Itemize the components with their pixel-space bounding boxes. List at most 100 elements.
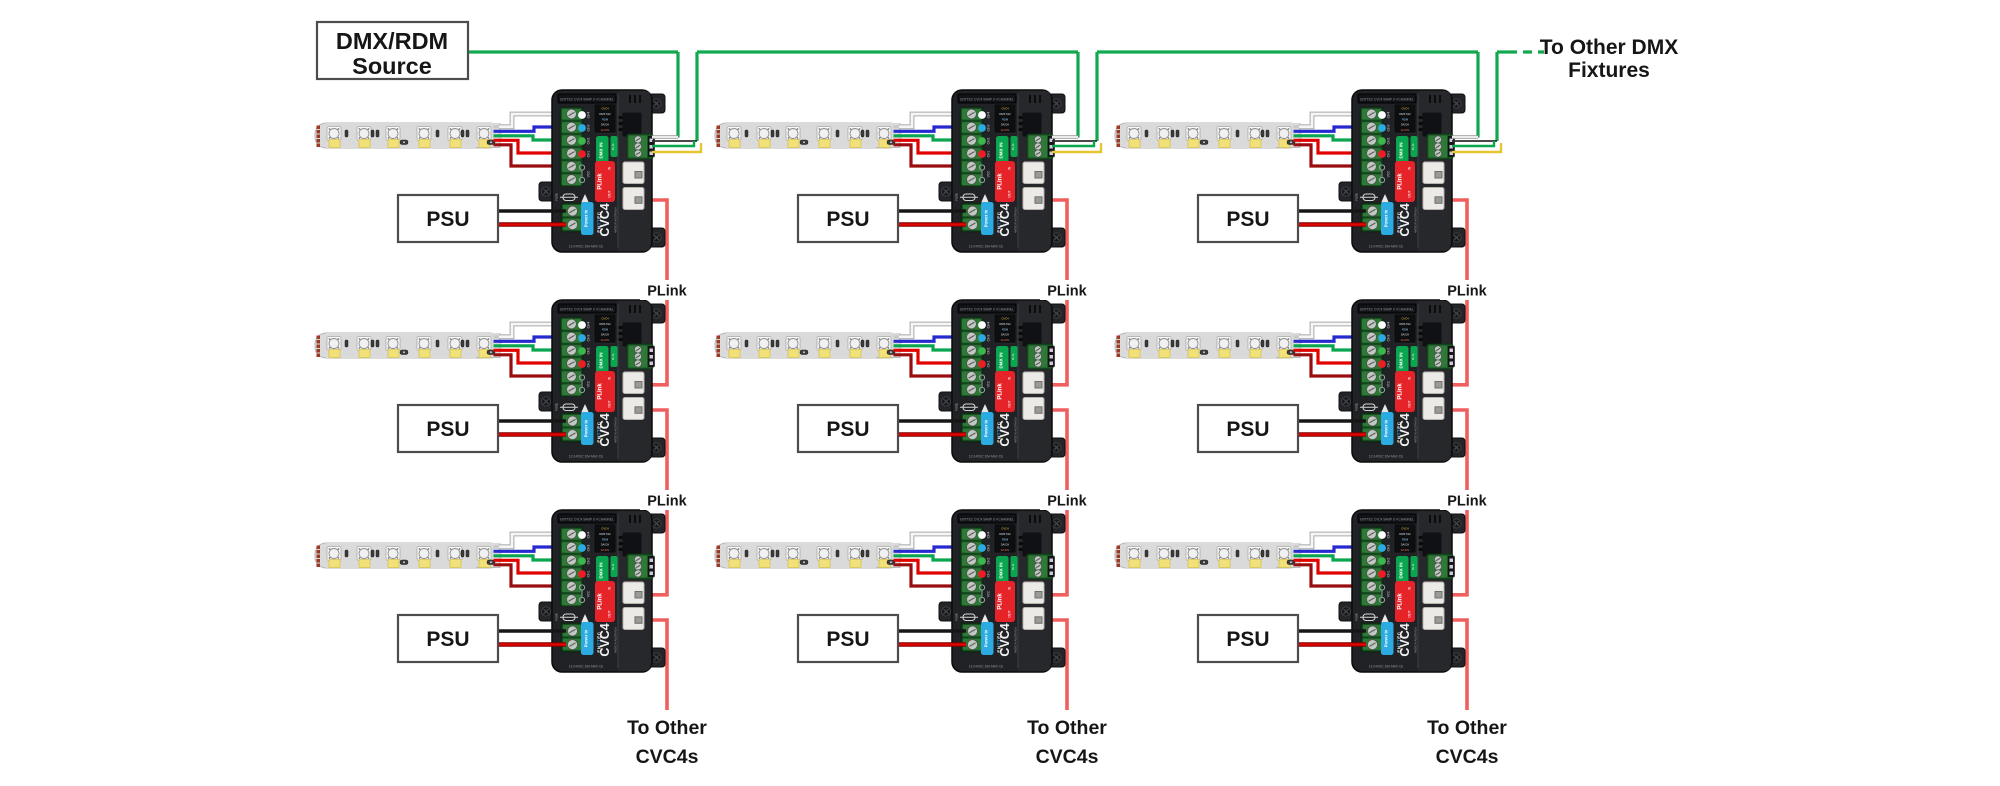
device-top-label-text: ENTTEC CVC4 5AMP X 4 CHANNEL bbox=[960, 518, 1014, 522]
led-die bbox=[478, 128, 490, 139]
plink-in-pin bbox=[1434, 381, 1443, 389]
led-corner-dot bbox=[1218, 347, 1221, 349]
plink-out-pin bbox=[1034, 406, 1043, 414]
led-corner-dot bbox=[1196, 548, 1199, 550]
dmx-terminal-pin bbox=[1049, 151, 1053, 155]
led-corner-dot bbox=[458, 137, 461, 139]
led-corner-dot bbox=[487, 137, 490, 139]
plink-label: PLink bbox=[1047, 284, 1087, 300]
power-in-badge bbox=[581, 622, 594, 655]
terminal-screw-slot bbox=[1368, 361, 1375, 366]
dmx-terminal-pin bbox=[1449, 355, 1453, 359]
channel-led-label: CH2 bbox=[987, 138, 991, 145]
led-die bbox=[1278, 128, 1290, 139]
strip-solder-pad bbox=[716, 130, 720, 134]
spec-label-row: DMX 512 bbox=[999, 322, 1011, 326]
terminal-screw-slot bbox=[568, 124, 575, 130]
led-corner-dot bbox=[1287, 137, 1290, 139]
plink-label: PLink bbox=[1447, 284, 1487, 300]
terminal-screw-slot bbox=[1368, 531, 1375, 537]
psu-box bbox=[1196, 613, 1300, 664]
arrow-icon bbox=[581, 194, 589, 203]
strip-output-pad bbox=[893, 353, 900, 357]
led-corner-dot bbox=[1287, 548, 1290, 550]
device-top-label-text: ENTTEC CVC4 5AMP X 4 CHANNEL bbox=[1360, 308, 1414, 312]
channel-led-2 bbox=[1378, 347, 1386, 355]
strip-output-pad bbox=[893, 563, 900, 567]
strip-component-mark bbox=[803, 561, 805, 564]
vent-slit bbox=[1029, 305, 1031, 313]
strip-wire-white bbox=[499, 322, 566, 339]
led-phosphor-window bbox=[1187, 349, 1200, 358]
led-phosphor-window bbox=[787, 139, 800, 148]
led-corner-dot bbox=[767, 338, 770, 340]
spec-label-row: 12-24V bbox=[601, 338, 610, 342]
strip-wire-red bbox=[899, 348, 966, 365]
strip-wire-red bbox=[899, 558, 966, 575]
led-corner-dot bbox=[1137, 338, 1140, 340]
dmx-terminal-stubs bbox=[652, 135, 1503, 154]
spec-label-row: RDM bbox=[1402, 117, 1409, 121]
made-in-text: MADE IN AUSTRALIA bbox=[1014, 627, 1018, 653]
led-die bbox=[387, 548, 399, 559]
plink-in-text: IN bbox=[1008, 376, 1012, 380]
led-corner-dot bbox=[849, 347, 852, 349]
strip-component bbox=[1144, 549, 1149, 558]
plink-badge-text: PLink bbox=[1398, 383, 1404, 400]
vcc-label: VCC bbox=[1387, 590, 1391, 597]
led-die bbox=[1218, 128, 1230, 139]
led-corner-dot bbox=[387, 137, 390, 139]
led-corner-dot bbox=[818, 137, 821, 139]
device-top-label bbox=[1357, 513, 1417, 524]
strip-component bbox=[435, 129, 440, 138]
strip-solder-pad bbox=[1116, 125, 1120, 129]
terminal-screw-slot bbox=[568, 571, 575, 576]
terminal-screw-slot bbox=[968, 584, 975, 589]
spec-label-row: 12-24V bbox=[601, 128, 610, 132]
strip-output-pad bbox=[1293, 129, 1300, 133]
dmx-terminal-pin bbox=[1049, 355, 1053, 359]
dmx-terminal-pin bbox=[1049, 348, 1053, 352]
plink-in-pin bbox=[1034, 591, 1043, 599]
device-bottom-label-text: 12-24VDC 20A MAX CE bbox=[569, 665, 603, 669]
led-die bbox=[1187, 548, 1199, 559]
led-corner-dot bbox=[1278, 137, 1281, 139]
strip-solder-pad bbox=[1116, 344, 1120, 348]
channel-led-4 bbox=[578, 531, 586, 539]
fuse-label: FUSE bbox=[1355, 193, 1359, 201]
mounting-screw-slot bbox=[543, 188, 549, 195]
spec-label-row: DMX 512 bbox=[599, 532, 611, 536]
strip-component bbox=[1235, 129, 1240, 138]
strip-output-pad bbox=[1293, 549, 1300, 553]
plink-out-port bbox=[622, 397, 645, 420]
dmx-terminal-pin bbox=[649, 355, 653, 359]
dmx-terminal-screw-slot bbox=[635, 361, 641, 366]
fuse-label: FUSE bbox=[955, 193, 959, 201]
mounting-screw-slot bbox=[653, 520, 660, 527]
strip-component-mark bbox=[403, 351, 405, 354]
strip-wire-blue bbox=[1299, 545, 1366, 553]
mounting-screw-slot bbox=[1453, 444, 1460, 451]
strip-output-pad bbox=[1293, 558, 1300, 562]
channel-led-2 bbox=[578, 137, 586, 145]
strip-wire-red bbox=[499, 348, 566, 365]
dmx-terminal-pin bbox=[649, 138, 653, 142]
channel-led-1 bbox=[978, 570, 986, 578]
channel-led-label: CH1 bbox=[987, 151, 991, 158]
strip-wire-vplus bbox=[499, 143, 566, 168]
mounting-screw-slot bbox=[653, 654, 660, 661]
spec-label bbox=[993, 313, 1017, 344]
to-other-cvc4s-label: To Other bbox=[627, 717, 707, 739]
strip-output-pad bbox=[1293, 348, 1300, 352]
dmx-terminal-screw-slot bbox=[1435, 151, 1441, 156]
led-corner-dot bbox=[478, 128, 481, 130]
led-corner-dot bbox=[1227, 557, 1230, 559]
plink-in-pin bbox=[1034, 381, 1043, 389]
plink-badge-text: PLink bbox=[598, 593, 604, 610]
led-corner-dot bbox=[1278, 347, 1281, 349]
channel-led-label: CH2 bbox=[587, 348, 591, 355]
led-corner-dot bbox=[387, 338, 390, 340]
device-bottom-label-text: 12-24VDC 20A MAX CE bbox=[1369, 665, 1403, 669]
led-phosphor-window bbox=[818, 559, 831, 568]
strip-solder-pad bbox=[716, 554, 720, 558]
